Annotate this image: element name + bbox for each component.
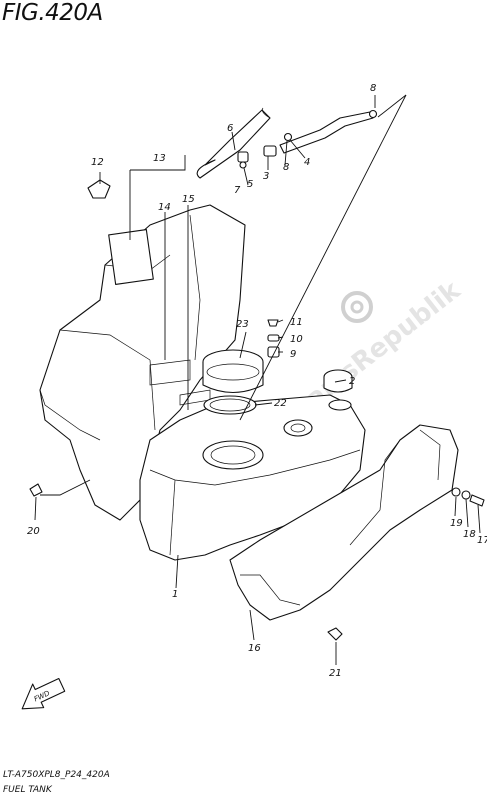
figure-caption: FUEL TANK (3, 785, 52, 795)
callout-8-top: 8 (370, 83, 376, 94)
callout-21: 21 (329, 668, 342, 679)
callout-11: 11 (290, 317, 303, 328)
callout-18: 18 (463, 529, 476, 540)
callout-5: 5 (247, 179, 253, 190)
fuel-pump-assembly (202, 349, 264, 393)
callout-19: 19 (450, 518, 463, 529)
fwd-arrow-icon: FWD (21, 677, 66, 710)
cap-screw-set (267, 319, 280, 358)
callout-14: 14 (158, 202, 171, 213)
callout-23: 23 (236, 319, 249, 330)
tank-tray (39, 204, 246, 521)
callout-4: 4 (304, 157, 310, 168)
drawing-code: LT-A750XPL8_P24_420A (3, 770, 110, 780)
callout-10: 10 (290, 334, 303, 345)
pump-gasket (203, 395, 257, 415)
callout-15: 15 (182, 194, 195, 205)
callout-labels: 1 2 3 4 5 6 7 8 8 9 10 11 12 13 14 15 16… (27, 83, 487, 679)
mounting-bolts (29, 483, 485, 641)
callout-12: 12 (91, 157, 104, 168)
side-cover (229, 424, 459, 621)
callout-7: 7 (234, 185, 241, 196)
callout-20: 20 (27, 526, 40, 537)
callout-16: 16 (248, 643, 261, 654)
callout-1: 1 (172, 589, 178, 600)
watermark-gear-icon (341, 291, 373, 323)
figure-title: FIG.420A (2, 0, 103, 26)
leader-lines (34, 94, 481, 665)
callout-3: 3 (263, 171, 269, 182)
callout-8-lower: 8 (283, 162, 289, 173)
fuel-tank-body (139, 394, 366, 561)
callout-6: 6 (227, 123, 233, 134)
callout-2: 2 (349, 376, 355, 387)
callout-9: 9 (290, 349, 296, 360)
callout-17: 17 (477, 535, 487, 546)
callout-22: 22 (274, 398, 287, 409)
callout-13: 13 (153, 153, 166, 164)
hose-fittings (237, 109, 378, 169)
tank-clip (87, 179, 111, 199)
